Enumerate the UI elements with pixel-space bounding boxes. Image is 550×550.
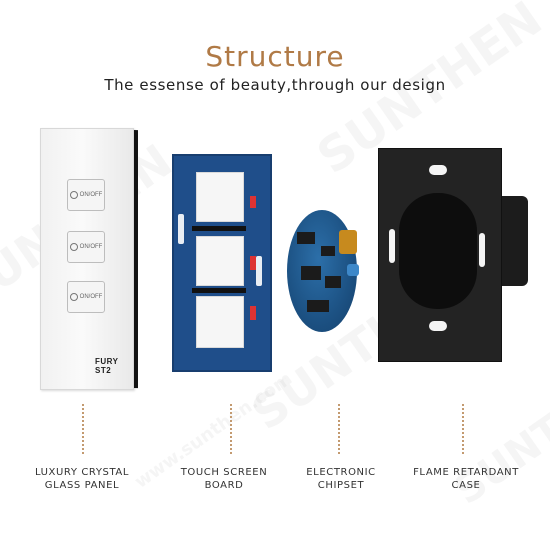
- case-cavity: [399, 193, 477, 309]
- power-icon: [69, 243, 78, 251]
- label-line: BOARD: [204, 480, 244, 491]
- case-image: [378, 148, 502, 362]
- page-subtitle: The essense of beauty,through our design: [104, 76, 446, 94]
- touch-pad: [196, 236, 244, 286]
- board-slot: [178, 214, 184, 244]
- label-line: TOUCH SCREEN: [180, 467, 268, 478]
- touch-pad: [196, 296, 244, 348]
- component-label-case: FLAME RETARDANT CASE: [401, 466, 531, 492]
- power-icon: [69, 293, 78, 301]
- case-slot: [389, 229, 395, 263]
- board-wire: [250, 256, 256, 270]
- board-wire: [250, 196, 256, 208]
- glass-button-2: ON/OFF: [67, 231, 105, 263]
- glass-button-label: ON/OFF: [79, 192, 103, 198]
- glass-panel-image: ON/OFF ON/OFF ON/OFF FURY ST2: [40, 128, 134, 390]
- chipset-image: [287, 210, 359, 332]
- capacitor: [347, 264, 359, 276]
- glass-button-label: ON/OFF: [79, 244, 103, 250]
- component-label-glass: LUXURY CRYSTAL GLASS PANEL: [17, 466, 147, 492]
- board-slot: [256, 256, 262, 286]
- case-slot: [429, 165, 447, 175]
- chip-component: [297, 232, 315, 244]
- connector-line: [82, 404, 84, 454]
- glass-button-1: ON/OFF: [67, 179, 105, 211]
- case-slot: [429, 321, 447, 331]
- brand-logo-text: FURY ST2: [95, 357, 119, 375]
- case-slot: [479, 233, 485, 267]
- label-line: GLASS PANEL: [44, 480, 120, 491]
- board-wire: [250, 306, 256, 320]
- label-line: FLAME RETARDANT: [413, 467, 519, 478]
- glass-button-3: ON/OFF: [67, 281, 105, 313]
- glass-button-label: ON/OFF: [79, 294, 103, 300]
- connector-line: [462, 404, 464, 454]
- touch-pad: [196, 172, 244, 222]
- power-icon: [69, 191, 78, 199]
- board-divider: [192, 226, 246, 231]
- label-line: ELECTRONIC: [306, 467, 376, 478]
- chip-component: [325, 276, 341, 288]
- component-label-board: TOUCH SCREEN BOARD: [159, 466, 289, 492]
- chip-component: [301, 266, 321, 280]
- page-title: Structure: [205, 40, 345, 73]
- chip-component: [321, 246, 335, 256]
- board-divider: [192, 288, 246, 293]
- component-label-chipset: ELECTRONIC CHIPSET: [276, 466, 406, 492]
- label-line: CHIPSET: [317, 480, 365, 491]
- connector-line: [230, 404, 232, 454]
- chip-component: [307, 300, 329, 312]
- label-line: CASE: [451, 480, 481, 491]
- label-line: LUXURY CRYSTAL: [34, 467, 130, 478]
- capacitor: [339, 230, 357, 254]
- touch-board-image: [172, 154, 272, 372]
- connector-line: [338, 404, 340, 454]
